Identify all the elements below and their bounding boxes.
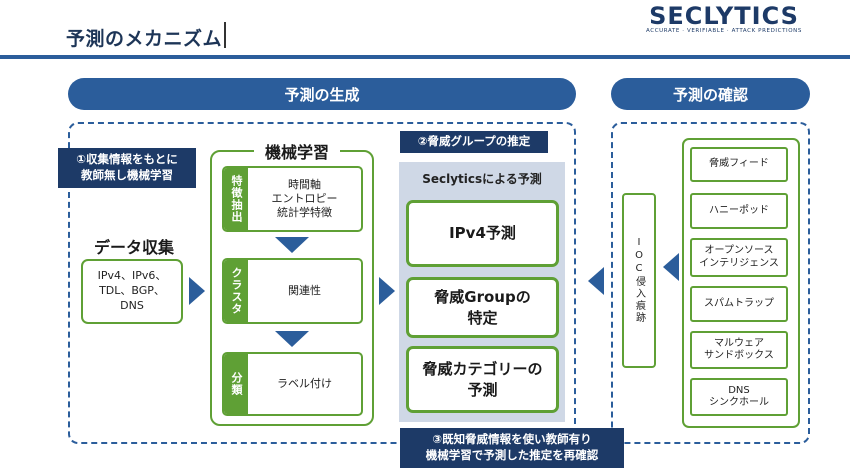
step1-note-line2: 教師無し機械学習: [80, 168, 173, 182]
source-honeypot: ハニーポッド: [690, 193, 788, 229]
source-dns-sinkhole: DNS シンクホール: [690, 378, 788, 416]
section-header-generation: 予測の生成: [68, 78, 576, 110]
arrow-down-icon: [275, 331, 309, 347]
prediction-item-line: 予測: [467, 380, 498, 399]
data-collection-box: IPv4、IPv6、 TDL、BGP、 DNS: [81, 259, 183, 324]
source-label: スパムトラップ: [704, 297, 774, 309]
data-collection-line2: TDL、BGP、: [99, 284, 165, 298]
confirmation-frame: [611, 122, 810, 444]
ioc-label: IOC侵入痕跡: [633, 237, 645, 324]
machine-learning-title: 機械学習: [254, 139, 340, 163]
source-label: DNS: [728, 384, 750, 396]
step1-note: ①収集情報をもとに 教師無し機械学習: [58, 148, 196, 188]
source-osint: オープンソース インテリジェンス: [690, 238, 788, 277]
source-malware-sandbox: マルウェア サンドボックス: [690, 331, 788, 369]
prediction-threat-group: 脅威Groupの 特定: [406, 277, 559, 338]
step3-note-line1: ③既知脅威情報を使い教師有り: [432, 432, 592, 447]
step3-note-line2: 機械学習で予測した推定を再確認: [425, 448, 599, 462]
ml-step-text: 統計学特徴: [277, 206, 332, 220]
header-divider: [0, 55, 850, 59]
source-label: オープンソース: [704, 245, 774, 256]
source-label: 脅威フィード: [709, 158, 769, 170]
logo-tagline: ACCURATE · VERIFIABLE · ATTACK PREDICTIO…: [646, 28, 802, 34]
logo-wordmark: SECLYTICS: [649, 2, 799, 30]
ml-step-text: エントロピー: [271, 191, 338, 205]
ml-step-side-label: クラスタ: [224, 260, 248, 322]
arrow-left-icon: [663, 253, 679, 281]
arrow-down-icon: [275, 237, 309, 253]
prediction-threat-category: 脅威カテゴリーの 予測: [406, 346, 559, 413]
section-header-confirmation: 予測の確認: [611, 78, 810, 110]
generation-frame: [68, 122, 576, 444]
ml-step-feature-extraction: 特徴抽出 時間軸 エントロピー 統計学特徴: [222, 166, 363, 232]
prediction-item-line: 脅威カテゴリーの: [422, 360, 543, 379]
ml-step-side-label: 特徴抽出: [224, 168, 248, 230]
prediction-item-line: 特定: [467, 308, 498, 327]
arrow-right-icon: [379, 277, 395, 305]
data-collection-title: データ収集: [93, 238, 174, 257]
step1-note-line1: ①収集情報をもとに: [76, 152, 178, 167]
prediction-item-line: IPv4予測: [449, 224, 516, 243]
source-label: マルウェア: [713, 337, 764, 349]
arrow-left-icon: [588, 267, 604, 295]
text-cursor: [224, 22, 226, 48]
page-title: 予測のメカニズム: [66, 28, 223, 50]
ml-step-classification: 分類 ラベル付け: [222, 352, 363, 416]
source-label: インテリジェンス: [699, 257, 779, 269]
step3-note: ③既知脅威情報を使い教師有り 機械学習で予測した推定を再確認: [400, 428, 624, 468]
source-label: シンクホール: [709, 397, 769, 408]
source-label: サンドボックス: [704, 350, 774, 361]
data-collection-line1: IPv4、IPv6、: [97, 269, 167, 283]
source-spam-trap: スパムトラップ: [690, 286, 788, 322]
ml-step-text: 関連性: [288, 283, 321, 297]
prediction-title: Seclyticsによる予測: [422, 172, 542, 186]
arrow-right-icon: [189, 277, 205, 305]
step2-note: ②脅威グループの推定: [400, 131, 548, 153]
data-collection-line3: DNS: [120, 298, 144, 312]
ioc-box: IOC侵入痕跡: [622, 193, 656, 368]
source-label: ハニーポッド: [709, 204, 769, 216]
source-threat-feed: 脅威フィード: [690, 147, 788, 182]
ml-step-side-label: 分類: [224, 354, 248, 414]
prediction-item-line: 脅威Groupの: [434, 288, 531, 307]
ml-step-cluster: クラスタ 関連性: [222, 258, 363, 324]
ml-step-text: 時間軸: [288, 177, 321, 191]
ml-step-text: ラベル付け: [277, 376, 332, 390]
prediction-ipv4: IPv4予測: [406, 200, 559, 267]
